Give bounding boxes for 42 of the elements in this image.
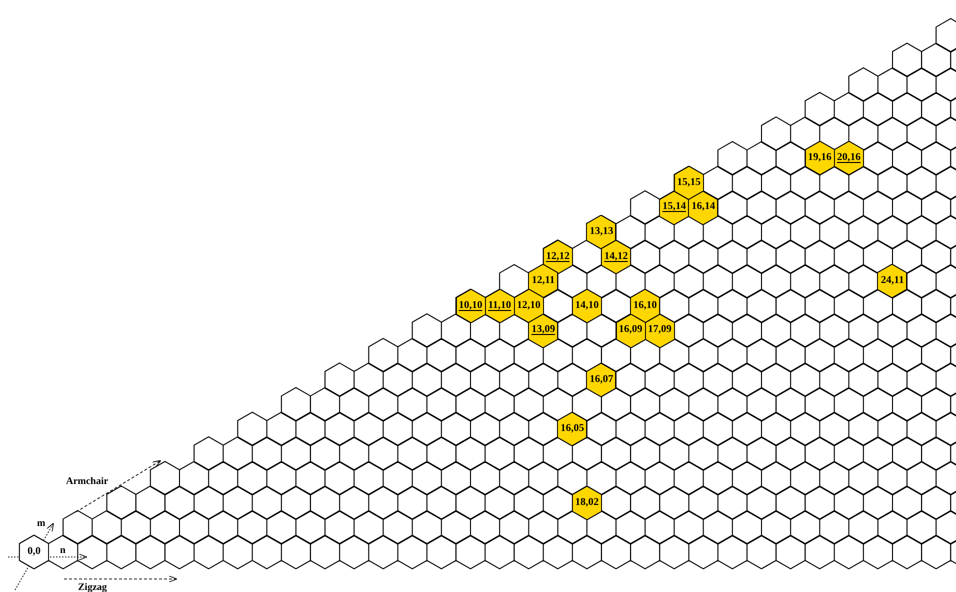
- hexagon-label: 16,07: [590, 374, 614, 386]
- hexagon-label: 10,10: [458, 300, 482, 312]
- hexagon-label: 12,12: [546, 252, 570, 262]
- hexagon-label: 13,13: [590, 226, 614, 238]
- hexagon-label: 14,12: [604, 252, 628, 262]
- axis-label: Zigzag: [78, 583, 107, 592]
- hexagon-label: 18,02: [575, 498, 599, 508]
- hexagon-cell: [19, 535, 49, 569]
- hexagon-label: 16,14: [691, 202, 716, 213]
- hexagon-cell: [572, 289, 602, 323]
- hexagon-label: 16,10: [633, 300, 657, 312]
- hexagon-cell: [484, 289, 515, 323]
- hexagon-cell: [688, 190, 718, 225]
- hexagon-label: 11,10: [488, 300, 512, 312]
- hexagon-label: 14,10: [575, 300, 599, 312]
- hexagon-cell: [877, 264, 908, 298]
- hexagon-cell: [528, 314, 558, 348]
- hexagon-label: 15,15: [676, 178, 701, 188]
- hexagon-label: 12,11: [532, 276, 555, 287]
- axis-label: m: [37, 519, 46, 529]
- hexagon-cell: [659, 190, 690, 225]
- hexagon-label: 13,09: [531, 325, 556, 336]
- hexagon-cell: [616, 314, 646, 348]
- axis-label: Armchair: [66, 477, 108, 487]
- hexagon-label: 15,14: [662, 202, 686, 213]
- hexagon-cell: [586, 362, 616, 397]
- hexagon-cell: [834, 141, 864, 176]
- hexagon-cell: [601, 240, 631, 274]
- hexagon-cell: [644, 314, 675, 348]
- hexagon-label: 12,10: [516, 300, 540, 312]
- hexagon-label: 16,09: [618, 325, 642, 336]
- hexagon-label: 17,09: [648, 325, 672, 336]
- hexagon-cell: [557, 412, 588, 446]
- hexagon-cell: [804, 141, 835, 176]
- hexagon-label: 19,16: [808, 153, 832, 164]
- hexagon-label: 24,11: [880, 276, 904, 287]
- hexagon-label: 20,16: [836, 153, 861, 164]
- hexagon-label: 0,0: [27, 546, 41, 558]
- hexagon-label: 16,05: [560, 424, 584, 434]
- axis-label: n: [60, 546, 66, 556]
- hexagon-cell: [456, 289, 486, 323]
- hexagon-cell: [572, 486, 602, 520]
